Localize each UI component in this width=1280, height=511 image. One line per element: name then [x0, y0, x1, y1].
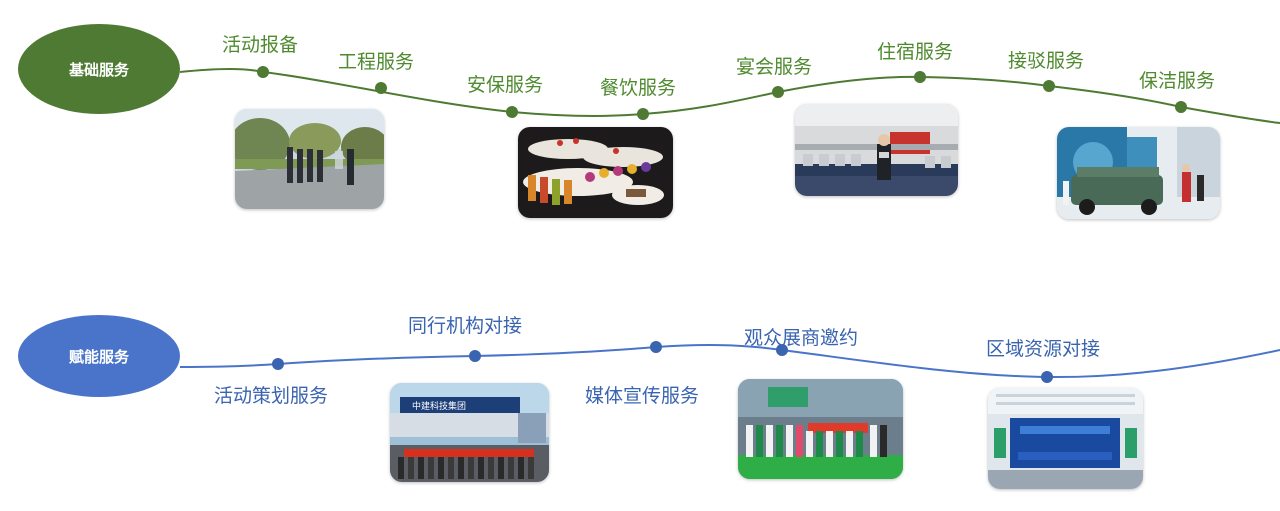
label-cleaning: 保洁服务	[1139, 70, 1216, 92]
media-banner-caption: 中建科技集团	[412, 400, 466, 412]
catering-photo	[518, 127, 673, 218]
label-media-promotion: 媒体宣传服务	[585, 385, 700, 407]
timeline-dot	[1175, 101, 1187, 113]
label-lodging: 住宿服务	[877, 41, 954, 63]
empower-services-oval: 赋能服务	[18, 315, 180, 397]
timeline-dot	[650, 341, 662, 353]
basic-services-title: 基础服务	[68, 60, 129, 79]
timeline-dot	[1041, 371, 1053, 383]
timeline-dot	[776, 344, 788, 356]
timeline-dot	[1043, 80, 1055, 92]
label-catering: 餐饮服务	[600, 77, 677, 99]
empower-timeline-line	[179, 344, 1280, 379]
empower-services-title: 赋能服务	[68, 347, 129, 366]
label-peer-institutions: 同行机构对接	[408, 315, 523, 337]
regional-resources-photo	[988, 388, 1143, 489]
shuttle-photo	[1057, 127, 1220, 219]
basic-timeline-dots	[257, 66, 1187, 120]
label-regional-resources: 区域资源对接	[986, 338, 1101, 360]
audience-photo	[738, 379, 903, 479]
empower-timeline-dots	[272, 341, 1053, 383]
timeline-dot	[272, 358, 284, 370]
label-security: 安保服务	[467, 74, 544, 96]
timeline-dot	[375, 82, 387, 94]
basic-services-oval: 基础服务	[18, 24, 180, 114]
timeline-dot	[772, 86, 784, 98]
label-engineering: 工程服务	[338, 51, 415, 73]
label-event-filing: 活动报备	[222, 34, 299, 56]
timeline-dot	[637, 108, 649, 120]
security-photo	[235, 109, 384, 209]
label-event-planning: 活动策划服务	[214, 385, 329, 407]
peer-institutions-photo: 中建科技集团	[390, 383, 549, 482]
banquet-photo	[795, 104, 958, 196]
timeline-dot	[257, 66, 269, 78]
label-audience-invitation: 观众展商邀约	[744, 327, 859, 349]
timeline-dot	[469, 350, 481, 362]
timeline-dot	[506, 106, 518, 118]
timeline-dot	[914, 71, 926, 83]
label-banquet: 宴会服务	[736, 56, 813, 78]
label-shuttle: 接驳服务	[1008, 50, 1085, 72]
